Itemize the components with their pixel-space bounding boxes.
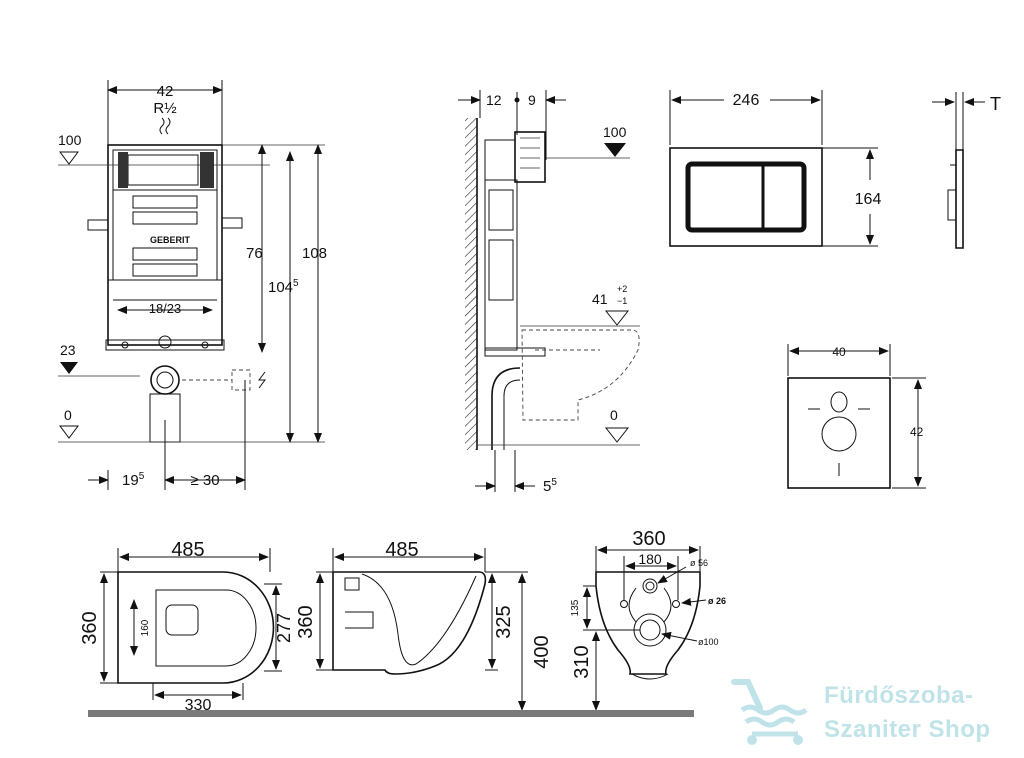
side-level-0: 0 xyxy=(610,407,618,423)
frame-min-30: ≥ 30 xyxy=(190,472,219,489)
side-dim-12: 12 xyxy=(486,92,502,108)
watermark: Fürdőszoba- Szaniter Shop xyxy=(728,672,1024,758)
plate-height-label: 164 xyxy=(855,191,882,208)
plate-thickness-label: T xyxy=(990,94,1001,114)
side-tol-minus: −1 xyxy=(617,296,627,306)
frame-height-104-sup: 5 xyxy=(293,278,299,289)
side-dim-5-sup: 5 xyxy=(551,477,557,488)
frame-inner-label: 18/23 xyxy=(149,301,182,316)
frame-offset-19-sup: 5 xyxy=(139,471,145,482)
back-180-label: 180 xyxy=(638,551,662,567)
top-seat-label: 160 xyxy=(140,619,151,636)
side-dim-5: 5 xyxy=(543,478,551,495)
frame-level-23: 23 xyxy=(60,342,76,358)
side-bowl-width: 485 xyxy=(385,539,418,561)
svg-text:41: 41 xyxy=(592,291,608,307)
sound-mat: 40 42 xyxy=(787,344,926,489)
back-310-label: 310 xyxy=(571,645,593,678)
side-level-41: 41 xyxy=(592,291,608,307)
flush-plate-front: 246 164 xyxy=(669,90,882,247)
svg-text:195: 195 xyxy=(122,471,145,489)
flush-plate-side: T xyxy=(932,92,1001,249)
back-d100-label: ø100 xyxy=(698,637,719,647)
bathtub-icon xyxy=(731,679,808,745)
bowl-top-view: 485 360 160 277 330 xyxy=(79,539,294,714)
plate-width-label: 246 xyxy=(733,92,760,109)
top-inner-width: 330 xyxy=(185,697,212,714)
frame-offset-19: 19 xyxy=(122,472,139,489)
frame-height-76: 76 xyxy=(246,245,263,262)
back-135-label: 135 xyxy=(570,599,581,616)
back-d26-label: ø 26 xyxy=(708,596,726,606)
frame-pipe-label: R½ xyxy=(153,100,177,117)
mat-height-label: 42 xyxy=(910,425,924,439)
svg-text:1045: 1045 xyxy=(268,278,299,296)
mat-width-label: 40 xyxy=(832,345,846,359)
top-width-label: 485 xyxy=(171,539,204,561)
side-dim-9: 9 xyxy=(528,92,536,108)
frame-level-100: 100 xyxy=(58,132,82,148)
bowl-side-view: 485 360 325 400 xyxy=(295,539,553,711)
side-bowl-400: 400 xyxy=(531,635,553,668)
side-bowl-height: 360 xyxy=(295,605,317,638)
brand-logo: GEBERIT xyxy=(150,235,191,245)
watermark-line2: Szaniter Shop xyxy=(824,716,991,743)
side-level-100: 100 xyxy=(603,124,627,140)
back-d56-label: ø 56 xyxy=(690,558,708,568)
svg-text:55: 55 xyxy=(543,477,557,495)
top-height-label: 360 xyxy=(79,611,101,644)
bowl-back-view: 360 180 ø 56 ø 26 ø100 135 310 xyxy=(570,528,726,711)
frame-side-view: 12 9 100 41 +2 −1 0 55 xyxy=(458,90,640,495)
frame-height-108: 108 xyxy=(302,245,327,262)
top-inner-height: 277 xyxy=(274,613,294,643)
side-bowl-325: 325 xyxy=(493,605,515,638)
frame-level-0: 0 xyxy=(64,407,72,423)
frame-front-view: 42 R½ GEBERIT 18/23 100 xyxy=(58,80,327,490)
frame-height-104: 104 xyxy=(268,279,293,296)
back-width-label: 360 xyxy=(632,528,665,550)
side-tol-plus: +2 xyxy=(617,284,627,294)
watermark-line1: Fürdőszoba- xyxy=(824,682,974,709)
frame-width-label: 42 xyxy=(157,83,174,100)
floor-line xyxy=(88,710,694,717)
